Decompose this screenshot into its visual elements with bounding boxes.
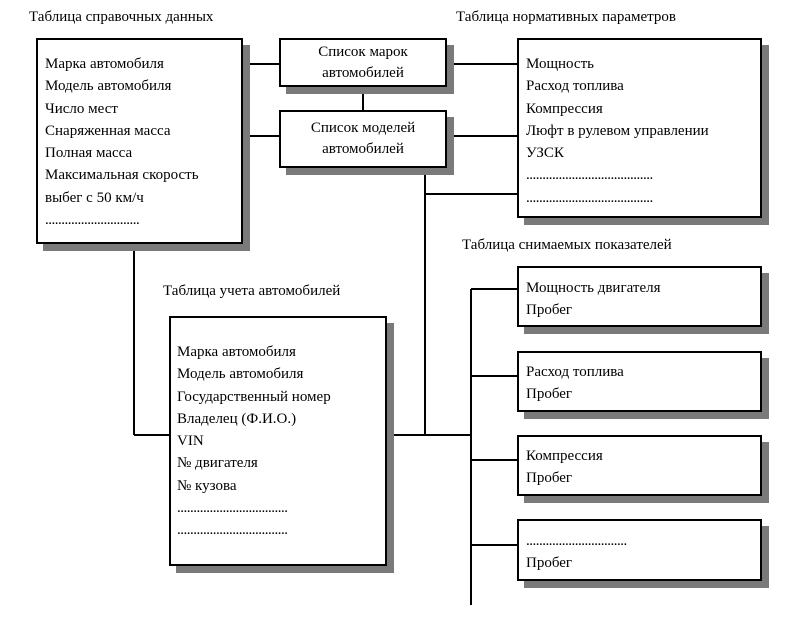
reference-item: Снаряженная масса [45, 122, 171, 139]
models-list-line2: автомобилей [322, 141, 404, 157]
reference-item: Полная масса [45, 145, 133, 162]
registry-item: № кузова [177, 477, 237, 494]
readings-item: Мощность двигателя [526, 280, 661, 296]
reference-item: Модель автомобиля [45, 78, 172, 95]
registry-item-placeholder: .................................. [177, 500, 288, 517]
reference-item: выбег с 50 км/ч [45, 189, 144, 206]
normative-item-placeholder: ....................................... [526, 167, 653, 184]
brands-list-box: Список марок автомобилей [279, 38, 447, 87]
normative-item: Расход топлива [526, 78, 624, 95]
registry-table-title: Таблица учета автомобилей [163, 283, 341, 299]
readings-item: Пробег [526, 555, 573, 572]
reference-item: Число мест [45, 100, 118, 117]
registry-item: Владелец (Ф.И.О.) [177, 410, 297, 427]
readings-item: Пробег [526, 386, 573, 403]
registry-item: VIN [177, 433, 204, 450]
readings-item: Пробег [526, 470, 573, 487]
readings-item: Пробег [526, 302, 573, 319]
registry-item-placeholder: .................................. [177, 522, 288, 539]
readings-item-placeholder: ............................... [526, 533, 627, 549]
normative-item-placeholder: ....................................... [526, 189, 653, 206]
normative-item: Мощность [526, 56, 594, 72]
readings-box-1: Мощность двигателя Пробег [517, 266, 762, 327]
registry-item: № двигателя [177, 455, 258, 472]
reference-item-placeholder: ............................. [45, 212, 140, 229]
reference-item: Марка автомобиля [45, 56, 164, 72]
brands-list-line2: автомобилей [322, 64, 404, 81]
registry-item: Модель автомобиля [177, 366, 304, 383]
readings-box-2: Расход топлива Пробег [517, 351, 762, 412]
normative-item: Люфт в рулевом управлении [526, 122, 709, 139]
reference-item: Максимальная скорость [45, 167, 199, 184]
registry-item: Государственный номер [177, 388, 331, 405]
readings-box-4: ............................... Пробег [517, 519, 762, 581]
reference-table-box: Марка автомобиля Модель автомобиля Число… [36, 38, 243, 244]
models-list-box: Список моделей автомобилей [279, 110, 447, 168]
normative-item: УЗСК [526, 145, 564, 162]
normative-item: Компрессия [526, 100, 603, 117]
readings-table-title: Таблица снимаемых показателей [462, 237, 672, 253]
brands-list-line1: Список марок [318, 43, 408, 60]
reference-table-title: Таблица справочных данных [29, 9, 214, 25]
models-list-line1: Список моделей [310, 120, 416, 136]
readings-item: Компрессия [526, 448, 603, 464]
registry-item: Марка автомобиля [177, 344, 296, 360]
readings-item: Расход топлива [526, 364, 624, 380]
readings-box-3: Компрессия Пробег [517, 435, 762, 496]
normative-table-box: Мощность Расход топлива Компрессия Люфт … [517, 38, 762, 218]
registry-table-box: Марка автомобиля Модель автомобиля Госуд… [169, 316, 387, 566]
normative-table-title: Таблица нормативных параметров [456, 9, 676, 25]
